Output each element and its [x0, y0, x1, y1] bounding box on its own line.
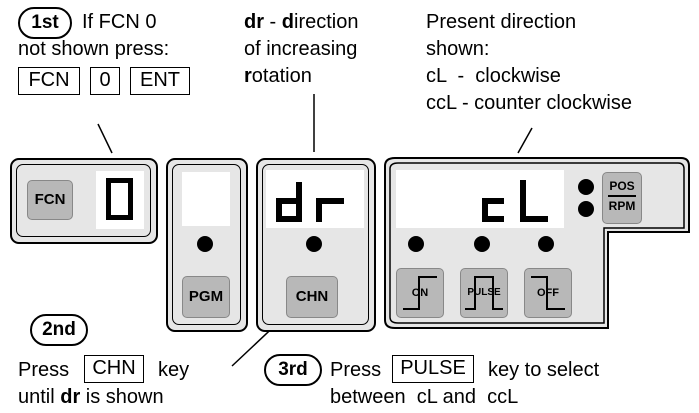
dr-note-line-1: dr - direction: [244, 10, 358, 34]
step-3-rest: key to select: [488, 359, 600, 381]
pos-label: POS: [609, 179, 635, 193]
fcn-button[interactable]: FCN: [27, 180, 73, 220]
chn-key-label: CHN: [84, 355, 144, 383]
present-note-line-1: Present direction: [426, 11, 577, 33]
step-2-badge: 2nd: [30, 314, 88, 346]
present-note-line-4: ccL - counter clockwise: [426, 92, 632, 114]
leader-line-step1: [97, 123, 113, 154]
step-1-line-1: If FCN 0: [82, 11, 157, 33]
pulse-waveform-icon: [465, 276, 503, 310]
dr-dash: -: [264, 11, 282, 33]
seg-L: [520, 180, 548, 222]
off-label: OFF: [537, 287, 559, 299]
pgm-indicator-led: [197, 236, 213, 252]
dr-direction-rest: irection: [294, 11, 359, 33]
step-2-line-2: until dr is shown: [18, 385, 164, 409]
seg-c: [482, 198, 504, 222]
step-1-line-2: not shown press:: [18, 38, 170, 60]
pgm-button[interactable]: PGM: [182, 276, 230, 318]
until-rest: is shown: [80, 386, 164, 408]
on-waveform-icon: [403, 276, 437, 310]
pos-indicator-led: [578, 179, 594, 195]
zero-key-label: 0: [90, 67, 120, 95]
chn-button[interactable]: CHN: [286, 276, 338, 318]
step-2-key-word: key: [158, 359, 190, 381]
step-2-press: Press: [18, 359, 70, 381]
pulse-key-label: PULSE: [392, 355, 474, 383]
pos-rpm-toggle[interactable]: POS RPM: [602, 172, 642, 224]
pulse-button[interactable]: PULSE: [460, 268, 508, 318]
rpm-indicator-led: [578, 201, 594, 217]
pos-rpm-divider: [608, 195, 636, 197]
ent-key-label: ENT: [130, 67, 190, 95]
dr-rotation-rest: otation: [251, 65, 312, 87]
pulse-indicator-led: [474, 236, 490, 252]
present-note-line-2: shown:: [426, 38, 490, 60]
step-3-line-2: between cL and ccL: [330, 386, 519, 408]
fcn-key-label: FCN: [18, 67, 80, 95]
on-indicator-led: [408, 236, 424, 252]
fcn-digit-zero: [106, 178, 133, 220]
seg-d: [276, 182, 302, 222]
until-dr: dr: [60, 386, 81, 408]
rpm-label: RPM: [608, 199, 636, 213]
step-3-press: Press: [330, 359, 382, 381]
dr-abbrev: dr: [244, 11, 264, 33]
step-1-badge: 1st: [18, 7, 72, 39]
dr-note-line-2: of increasing: [244, 38, 358, 60]
step-3-badge: 3rd: [264, 354, 322, 386]
pulse-label: PULSE: [467, 287, 501, 298]
seg-r: [316, 198, 344, 222]
off-button[interactable]: OFF: [524, 268, 572, 318]
on-button[interactable]: ON: [396, 268, 444, 318]
present-note-line-3: cL - clockwise: [426, 65, 561, 87]
pgm-display-window: [182, 172, 230, 226]
on-label: ON: [411, 287, 429, 299]
until-text: until: [18, 386, 61, 408]
off-indicator-led: [538, 236, 554, 252]
chn-indicator-led: [306, 236, 322, 252]
leader-line-present: [517, 127, 533, 154]
dr-r-letter: r: [244, 65, 252, 87]
off-waveform-icon: [531, 276, 565, 310]
dr-d-letter: d: [281, 11, 294, 33]
dr-note-line-3: rotation: [244, 64, 312, 88]
